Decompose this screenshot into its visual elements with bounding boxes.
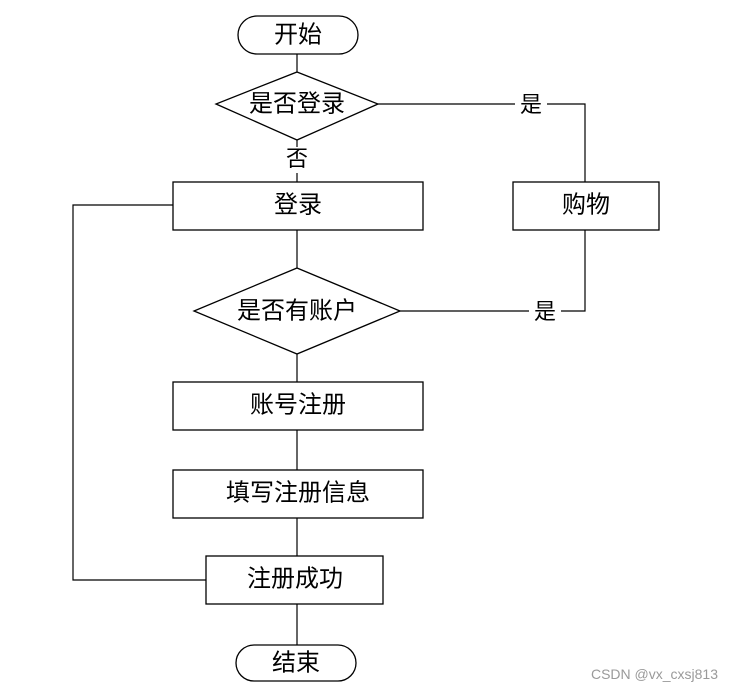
register-account-node: 账号注册 [172, 381, 424, 431]
edge-decision-yes-to-shopping [378, 103, 586, 182]
end-label: 结束 [272, 649, 320, 677]
watermark: CSDN @vx_cxsj813 [590, 666, 718, 682]
start-node: 开始 [237, 15, 359, 55]
login-label: 登录 [274, 191, 322, 219]
is-logged-in-decision: 是否登录 [214, 71, 380, 141]
edge-labels: 是 否 是 [282, 92, 561, 325]
is-logged-in-label: 是否登录 [249, 90, 345, 118]
has-account-decision: 是否有账户 [192, 267, 402, 355]
edge-account-yes-to-shopping [400, 230, 586, 312]
shopping-label: 购物 [562, 191, 610, 219]
fill-register-info-label: 填写注册信息 [226, 479, 370, 507]
has-account-yes-label: 是 [534, 300, 556, 325]
logged-in-yes-label: 是 [520, 93, 542, 118]
shopping-node: 购物 [512, 181, 660, 231]
register-account-label: 账号注册 [250, 391, 346, 419]
edge-success-back-to-login [72, 204, 206, 581]
start-label: 开始 [274, 21, 322, 49]
register-success-node: 注册成功 [205, 555, 384, 605]
connectors [72, 54, 586, 645]
fill-register-info-node: 填写注册信息 [172, 469, 424, 519]
login-node: 登录 [172, 181, 424, 231]
register-success-label: 注册成功 [247, 565, 343, 593]
end-node: 结束 [235, 644, 357, 682]
has-account-label: 是否有账户 [237, 297, 357, 325]
logged-in-no-label: 否 [286, 147, 308, 172]
